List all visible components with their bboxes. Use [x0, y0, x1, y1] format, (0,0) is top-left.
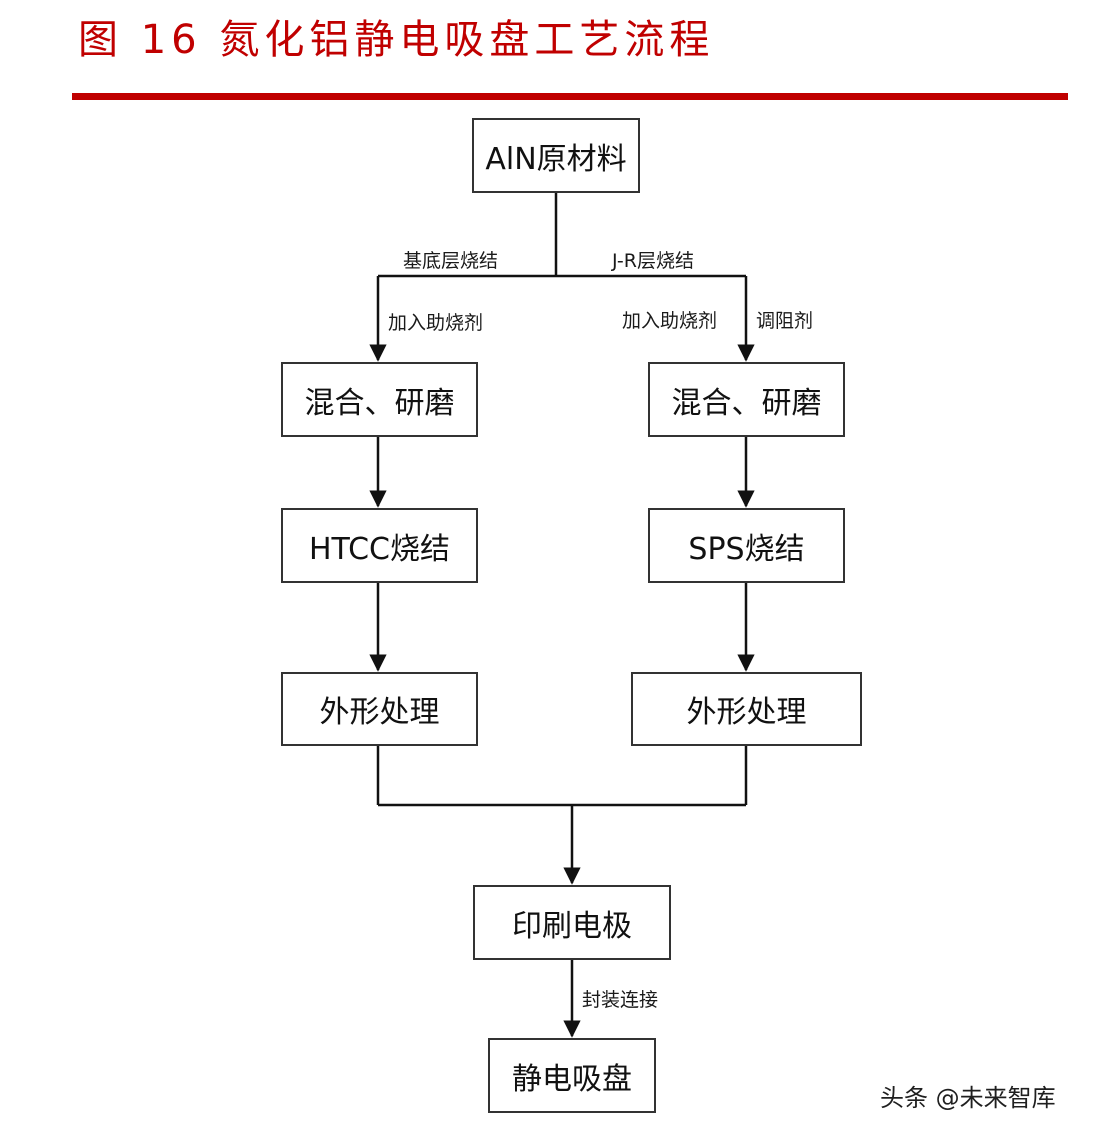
node-right-mix: 混合、研磨: [648, 362, 845, 437]
node-right-sinter: SPS烧结: [648, 508, 845, 583]
node-print-electrode: 印刷电极: [473, 885, 671, 960]
figure-title: 图 16 氮化铝静电吸盘工艺流程: [78, 17, 715, 63]
node-final-chuck: 静电吸盘: [488, 1038, 656, 1113]
label-resistivity-agent: 调阻剂: [756, 310, 814, 332]
watermark: 头条 @未来智库: [880, 1084, 1056, 1112]
label-left-additive: 加入助烧剂: [388, 312, 484, 334]
label-right-additive: 加入助烧剂: [622, 310, 718, 332]
node-left-shape: 外形处理: [281, 672, 478, 746]
node-raw-material: AlN原材料: [472, 118, 640, 193]
label-jr-sinter: J-R层烧结: [612, 250, 694, 272]
node-left-sinter: HTCC烧结: [281, 508, 478, 583]
label-base-sinter: 基底层烧结: [403, 250, 499, 272]
node-right-shape: 外形处理: [631, 672, 862, 746]
title-rule: [72, 93, 1068, 100]
node-left-mix: 混合、研磨: [281, 362, 478, 437]
label-package: 封装连接: [582, 989, 659, 1011]
